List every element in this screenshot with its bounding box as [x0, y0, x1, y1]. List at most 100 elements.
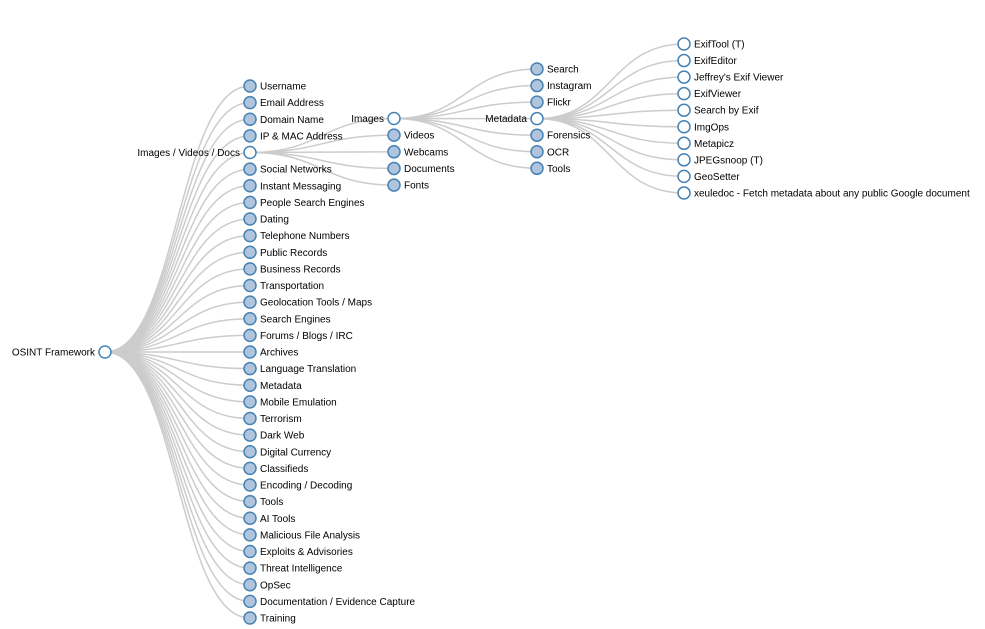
tree-node-archives[interactable]: Archives	[243, 345, 298, 359]
tree-node-threat-intelligence[interactable]: Threat Intelligence	[243, 561, 343, 575]
tree-node-training[interactable]: Training	[243, 611, 296, 625]
tree-node-domain-name[interactable]: Domain Name	[243, 112, 324, 126]
tree-node-username[interactable]: Username	[243, 79, 307, 93]
node-label: Archives	[260, 348, 298, 359]
tree-node-ai-tools[interactable]: AI Tools	[243, 511, 295, 525]
node-circle	[677, 70, 691, 84]
node-label: Images / Videos / Docs	[137, 148, 240, 159]
tree-node-mobile-emulation[interactable]: Mobile Emulation	[243, 395, 337, 409]
node-circle	[530, 78, 544, 93]
tree-node-malicious-file-analysis[interactable]: Malicious File Analysis	[243, 528, 360, 542]
tree-link	[104, 185, 251, 353]
node-label: Dating	[260, 215, 289, 226]
tree-node-fonts[interactable]: Fonts	[387, 178, 429, 192]
tree-node-jeffrey-s-exif-viewer[interactable]: Jeffrey's Exif Viewer	[677, 70, 784, 84]
node-label: Jeffrey's Exif Viewer	[694, 73, 784, 84]
tree-node-public-records[interactable]: Public Records	[243, 245, 327, 259]
tree-node-forensics[interactable]: Forensics	[530, 128, 590, 142]
tree-node-images[interactable]: Images	[351, 111, 401, 126]
tree-node-geolocation-tools-maps[interactable]: Geolocation Tools / Maps	[243, 295, 372, 309]
node-label: Classifieds	[260, 464, 308, 475]
tree-node-exifeditor[interactable]: ExifEditor	[677, 53, 737, 68]
node-label: Threat Intelligence	[260, 564, 343, 575]
tree-node-exifviewer[interactable]: ExifViewer	[677, 86, 742, 101]
tree-node-flickr[interactable]: Flickr	[530, 95, 572, 109]
tree-node-opsec[interactable]: OpSec	[243, 578, 291, 592]
tree-node-ocr[interactable]: OCR	[530, 145, 569, 159]
tree-node-metadata[interactable]: Metadata	[243, 378, 302, 392]
tree-node-documents[interactable]: Documents	[387, 161, 455, 176]
tree-link	[104, 118, 251, 353]
tree-node-videos[interactable]: Videos	[387, 128, 434, 142]
node-circle	[530, 145, 544, 159]
node-label: Tools	[547, 164, 570, 175]
node-label: Public Records	[260, 248, 327, 259]
tree-link	[104, 351, 251, 553]
tree-node-terrorism[interactable]: Terrorism	[243, 411, 302, 426]
node-label: Images	[351, 114, 384, 125]
tree-node-search[interactable]: Search	[530, 62, 579, 76]
tree-link	[104, 135, 251, 353]
tree-node-metapicz[interactable]: Metapicz	[677, 136, 734, 151]
node-label: Webcams	[404, 147, 448, 158]
tree-link	[104, 351, 251, 436]
tree-link	[536, 76, 685, 120]
node-circle	[243, 295, 257, 309]
tree-node-images-videos-docs[interactable]: Images / Videos / Docs	[137, 145, 257, 160]
node-circle	[387, 128, 401, 142]
node-label: People Search Engines	[260, 198, 365, 209]
node-label: Documents	[404, 164, 455, 175]
tree-node-documentation-evidence-capture[interactable]: Documentation / Evidence Capture	[243, 594, 416, 609]
tree-node-email-address[interactable]: Email Address	[243, 95, 324, 110]
tree-node-jpegsnoop-t[interactable]: JPEGsnoop (T)	[677, 153, 763, 167]
tree-node-telephone-numbers[interactable]: Telephone Numbers	[243, 228, 350, 243]
tree-node-transportation[interactable]: Transportation	[243, 278, 324, 293]
node-label: Instagram	[547, 81, 591, 92]
tree-node-forums-blogs-irc[interactable]: Forums / Blogs / IRC	[243, 328, 353, 343]
node-circle	[387, 178, 401, 192]
node-label: Language Translation	[260, 364, 356, 375]
node-circle	[677, 153, 691, 167]
node-label: Email Address	[260, 98, 324, 109]
tree-node-webcams[interactable]: Webcams	[387, 145, 448, 159]
node-circle	[243, 378, 257, 392]
tree-node-exploits-advisories[interactable]: Exploits & Advisories	[243, 544, 353, 559]
node-circle	[530, 128, 544, 142]
node-label: Business Records	[260, 264, 341, 275]
node-circle	[243, 561, 257, 575]
node-label: OSINT Framework	[12, 348, 96, 359]
tree-node-metadata[interactable]: Metadata	[485, 111, 544, 126]
tree-node-digital-currency[interactable]: Digital Currency	[243, 445, 331, 459]
node-circle	[677, 103, 691, 117]
tree-node-business-records[interactable]: Business Records	[243, 262, 341, 276]
tree-node-exiftool-t[interactable]: ExifTool (T)	[677, 37, 745, 51]
tree-node-tools[interactable]: Tools	[243, 494, 283, 509]
tree-node-instagram[interactable]: Instagram	[530, 78, 591, 93]
tree-node-encoding-decoding[interactable]: Encoding / Decoding	[243, 478, 352, 492]
tree-node-tools[interactable]: Tools	[530, 161, 570, 176]
node-circle	[530, 161, 544, 176]
node-circle	[243, 411, 257, 426]
node-label: Fonts	[404, 181, 429, 192]
tree-node-social-networks[interactable]: Social Networks	[243, 162, 332, 176]
node-circle	[677, 120, 691, 134]
node-circle	[243, 228, 257, 243]
tree-node-xeuledoc-fetch-metadata-about-any-public-google-document[interactable]: xeuledoc - Fetch metadata about any publ…	[677, 186, 970, 200]
tree-node-people-search-engines[interactable]: People Search Engines	[243, 195, 365, 210]
node-circle	[243, 611, 257, 625]
tree-node-search-by-exif[interactable]: Search by Exif	[677, 103, 759, 117]
tree-node-dark-web[interactable]: Dark Web	[243, 428, 305, 442]
tree-node-language-translation[interactable]: Language Translation	[243, 361, 356, 376]
tree-node-classifieds[interactable]: Classifieds	[243, 461, 308, 476]
node-circle	[387, 161, 401, 176]
node-label: Username	[260, 82, 307, 93]
tree-node-instant-messaging[interactable]: Instant Messaging	[243, 179, 341, 193]
tree-node-search-engines[interactable]: Search Engines	[243, 312, 331, 326]
tree-node-imgops[interactable]: ImgOps	[677, 120, 729, 134]
node-circle	[243, 245, 257, 259]
tree-node-ip-mac-address[interactable]: IP & MAC Address	[243, 129, 343, 143]
tree-node-dating[interactable]: Dating	[243, 212, 289, 226]
tree-node-osint-framework[interactable]: OSINT Framework	[12, 345, 112, 359]
tree-node-geosetter[interactable]: GeoSetter	[677, 169, 740, 184]
